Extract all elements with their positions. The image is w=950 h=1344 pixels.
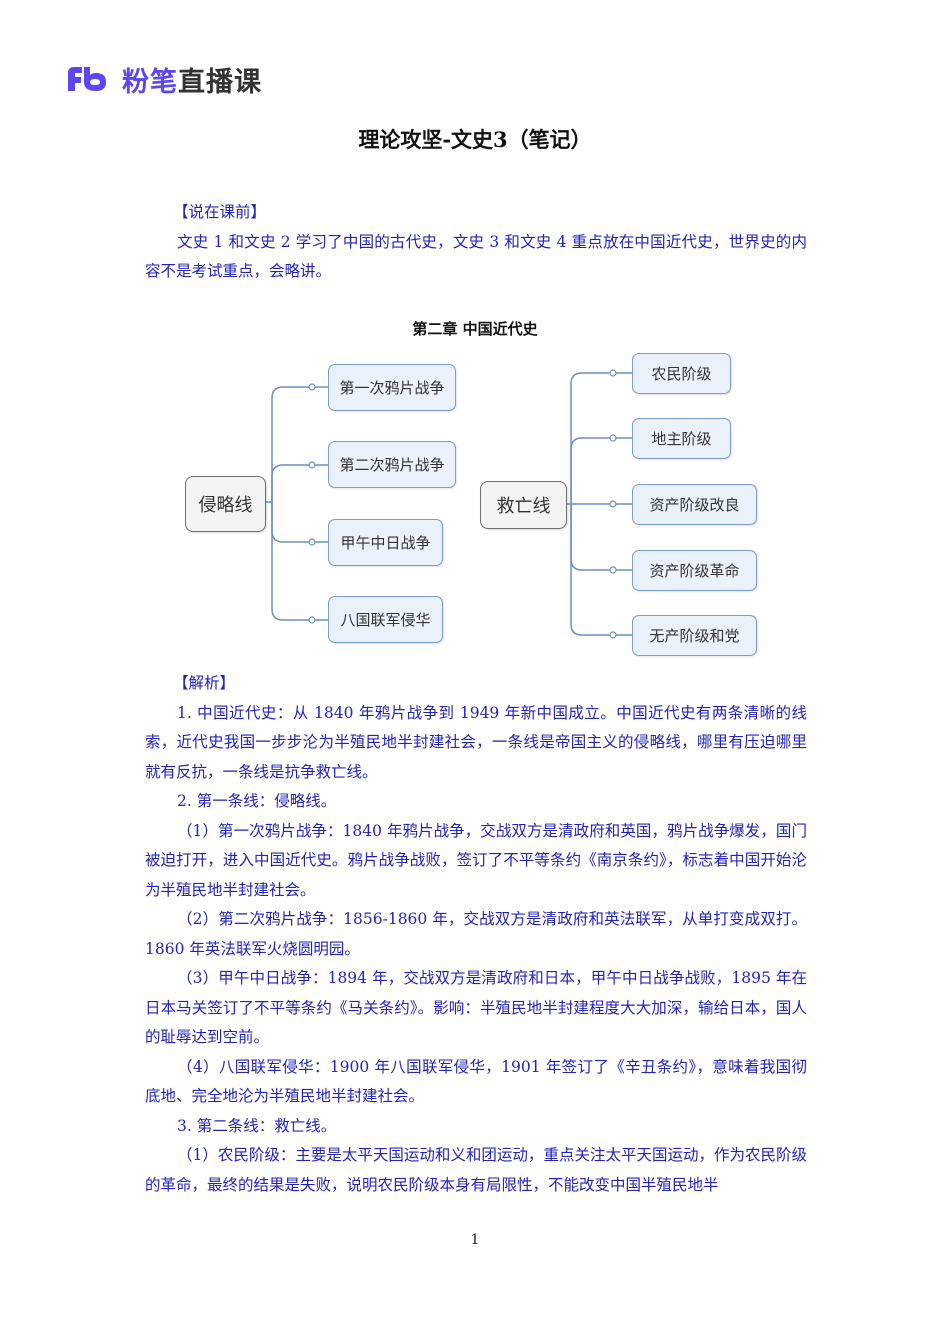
node-label: 资产阶级革命	[649, 562, 740, 580]
analysis-paragraph: （1）农民阶级：主要是太平天国运动和义和团运动，重点关注太平天国运动，作为农民阶…	[145, 1146, 807, 1194]
intro-heading: 【说在课前】	[173, 203, 267, 221]
analysis-paragraph: 3. 第二条线：救亡线。	[177, 1116, 337, 1135]
chapter-title: 第二章 中国近代史	[412, 320, 538, 338]
node-label: 八国联军侵华	[340, 611, 431, 629]
node-label: 侵略线	[198, 495, 253, 516]
mindmap-root-salvation: 救亡线	[480, 481, 567, 529]
node-label: 资产阶级改良	[649, 496, 740, 514]
mindmap-node: 第一次鸦片战争	[328, 364, 456, 411]
mindmap-root-invasion: 侵略线	[185, 476, 266, 532]
fb-logo-icon	[68, 67, 106, 91]
mindmap-node: 第二次鸦片战争	[328, 441, 456, 488]
node-label: 无产阶级和党	[649, 627, 740, 645]
intro-section: 【说在课前】 文史 1 和文史 2 学习了中国的古代史，文史 3 和文史 4 重…	[145, 198, 807, 287]
analysis-section: 【解析】 1. 中国近代史：从 1840 年鸦片战争到 1949 年新中国成立。…	[145, 669, 807, 1200]
mindmap-node: 八国联军侵华	[328, 596, 443, 643]
analysis-heading: 【解析】	[173, 674, 236, 692]
analysis-paragraph: （3）甲午中日战争：1894 年，交战双方是清政府和日本，甲午中日战争战败，18…	[145, 969, 807, 1046]
analysis-paragraph: 2. 第一条线：侵略线。	[177, 792, 337, 810]
mindmap-node: 资产阶级改良	[632, 484, 757, 525]
document-title: 理论攻坚-文史3（笔记）	[358, 127, 592, 152]
mindmap-node: 甲午中日战争	[328, 519, 443, 566]
mindmap-node: 资产阶级革命	[632, 550, 757, 591]
node-label: 甲午中日战争	[340, 534, 431, 552]
node-label: 第一次鸦片战争	[339, 379, 445, 397]
node-label: 第二次鸦片战争	[339, 456, 445, 474]
page-number: 1	[470, 1232, 480, 1248]
analysis-paragraph: （1）第一次鸦片战争：1840 年鸦片战争，交战双方是清政府和英国，鸦片战争爆发…	[145, 821, 807, 899]
analysis-paragraph: 1. 中国近代史：从 1840 年鸦片战争到 1949 年新中国成立。中国近代史…	[145, 703, 807, 781]
brand-logo: 粉笔 直播课	[66, 62, 262, 98]
mindmap-node: 无产阶级和党	[632, 615, 757, 656]
node-label: 地主阶级	[651, 430, 712, 448]
product-name: 直播课	[178, 66, 262, 98]
mindmap-node: 农民阶级	[632, 353, 731, 394]
mindmap-node: 地主阶级	[632, 418, 731, 459]
brand-name: 粉笔	[122, 66, 178, 98]
node-label: 农民阶级	[651, 365, 712, 383]
analysis-paragraph: （4）八国联军侵华：1900 年八国联军侵华，1901 年签订了《辛丑条约》，意…	[145, 1057, 807, 1106]
analysis-paragraph: （2）第二次鸦片战争：1856-1860 年，交战双方是清政府和英法联军，从单打…	[145, 910, 807, 958]
intro-body: 文史 1 和文史 2 学习了中国的古代史，文史 3 和文史 4 重点放在中国近代…	[145, 232, 807, 281]
node-label: 救亡线	[496, 496, 551, 517]
